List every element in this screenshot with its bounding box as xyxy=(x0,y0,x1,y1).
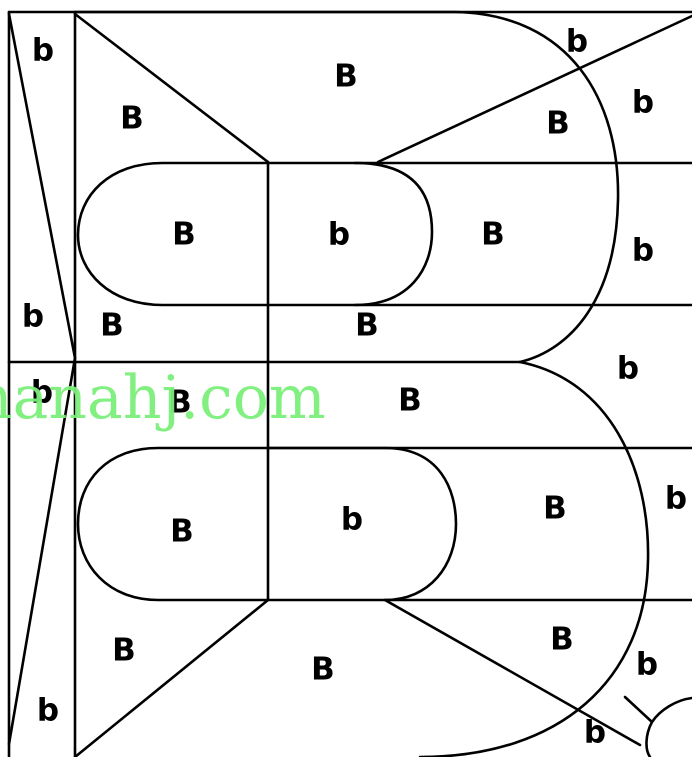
region-label: B xyxy=(120,101,144,137)
region-label: b xyxy=(328,217,350,253)
region-label: B xyxy=(112,633,136,669)
region-label: B xyxy=(170,514,194,550)
region-label: b xyxy=(636,647,658,683)
region-label: B xyxy=(398,383,422,419)
region-label: b xyxy=(566,24,588,60)
region-label: B xyxy=(543,491,567,527)
region-label: B xyxy=(546,106,570,142)
region-label: b xyxy=(22,299,44,335)
region-label: B xyxy=(100,308,124,344)
region-label: b xyxy=(617,351,639,387)
watermark-text: nanahj.com xyxy=(0,363,326,433)
region-label: b xyxy=(584,715,606,751)
region-label: B xyxy=(481,217,505,253)
region-label: b xyxy=(632,233,654,269)
region-label: B xyxy=(355,308,379,344)
region-label: b xyxy=(341,502,363,538)
region-label: B xyxy=(550,622,574,658)
region-label: b xyxy=(37,693,59,729)
region-label: b xyxy=(632,85,654,121)
region-label: b xyxy=(665,481,687,517)
region-label: B xyxy=(311,652,335,688)
region-label: B xyxy=(172,217,196,253)
region-label: b xyxy=(32,33,54,69)
region-label: B xyxy=(334,59,358,95)
